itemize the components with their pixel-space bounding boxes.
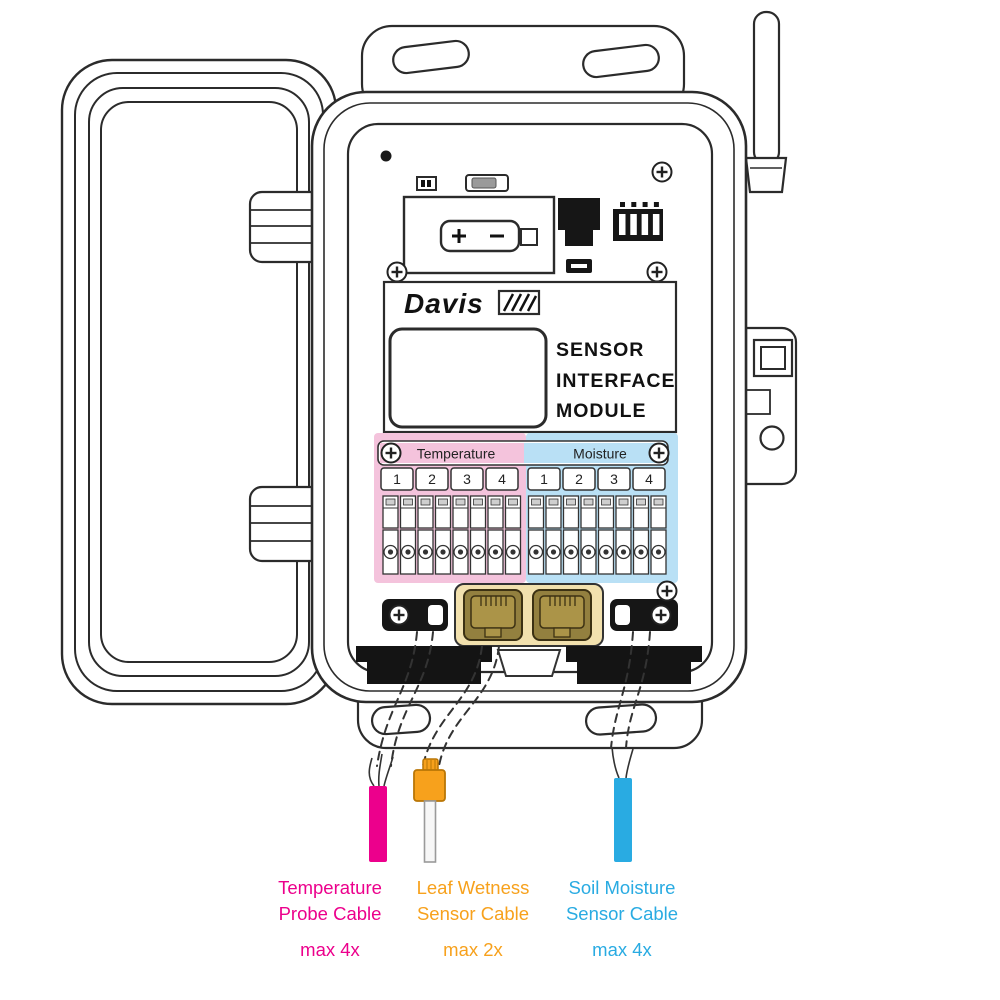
- moist-channel-1: 1: [540, 471, 548, 487]
- rj11-jack-right: [532, 589, 592, 641]
- moist-channel-3: 3: [610, 471, 618, 487]
- temp-channel-2: 2: [428, 471, 436, 487]
- rj11-jack-left: [463, 589, 523, 641]
- status-led: [380, 150, 392, 162]
- terminal-header-strip: Temperature Moisture: [377, 440, 670, 466]
- cable-routing-dashed: [376, 631, 651, 767]
- battery-holder: [402, 195, 556, 275]
- clamp-screw: [656, 580, 678, 602]
- brand-logo-text: Davis: [404, 288, 484, 319]
- antenna: [744, 10, 788, 194]
- module-label-line2: INTERFACE: [556, 370, 676, 392]
- moist-channel-4: 4: [645, 471, 653, 487]
- leaf-wetness-cable-label-line1: Leaf Wetness: [417, 877, 530, 898]
- temp-channel-1: 1: [393, 471, 401, 487]
- module-label-line1: SENSOR: [556, 339, 644, 361]
- rj-plug: [413, 769, 446, 802]
- brand-logo: Davis: [404, 288, 541, 319]
- soil-moisture-cable: [611, 746, 634, 862]
- bank-screw-left: [380, 442, 402, 464]
- card-slot-icon: [566, 259, 592, 273]
- leaf-wetness-cable-label-line2: Sensor Cable: [417, 903, 529, 924]
- temperature-cable-label-line2: Probe Cable: [279, 903, 382, 924]
- module-label-line3: MODULE: [556, 400, 647, 422]
- leaf-wetness-cable-max: max 2x: [443, 939, 503, 960]
- moist-channel-2: 2: [575, 471, 583, 487]
- temperature-probe-cable: [368, 753, 394, 862]
- temp-channel-4: 4: [498, 471, 506, 487]
- soil-moisture-cable-label-line2: Sensor Cable: [566, 903, 678, 924]
- battery-indicator-icon: [416, 176, 437, 191]
- modular-jack-port: [558, 198, 600, 246]
- side-mounting-bracket: [744, 326, 798, 486]
- temp-channel-3: 3: [463, 471, 471, 487]
- enclosure-door: [60, 58, 338, 706]
- cable-clamp-right: [610, 599, 678, 631]
- mounting-feet: [356, 646, 702, 684]
- soil-moisture-cable-max: max 4x: [592, 939, 652, 960]
- channel-number-cells: 1 2 3 4 1 2 3 4: [380, 467, 666, 491]
- rj11-jack-plate: [454, 583, 604, 647]
- cable-labels: Temperature Probe Cable Leaf Wetness Sen…: [278, 877, 678, 960]
- temperature-cable-max: max 4x: [300, 939, 360, 960]
- soil-moisture-cable-label-line1: Soil Moisture: [569, 877, 676, 898]
- temperature-cable-label-line1: Temperature: [278, 877, 382, 898]
- label-window: [388, 327, 548, 429]
- bank-screw-right: [648, 442, 670, 464]
- leaf-wetness-cable: [413, 758, 446, 863]
- moisture-bank-label: Moisture: [573, 446, 627, 462]
- temperature-bank-label: Temperature: [417, 446, 496, 462]
- dip-switch: [613, 202, 663, 241]
- label-plate: Davis SENSOR INTERFACE MODULE: [382, 280, 678, 434]
- connector-icon: [465, 174, 509, 192]
- cable-clamp-left: [382, 599, 448, 631]
